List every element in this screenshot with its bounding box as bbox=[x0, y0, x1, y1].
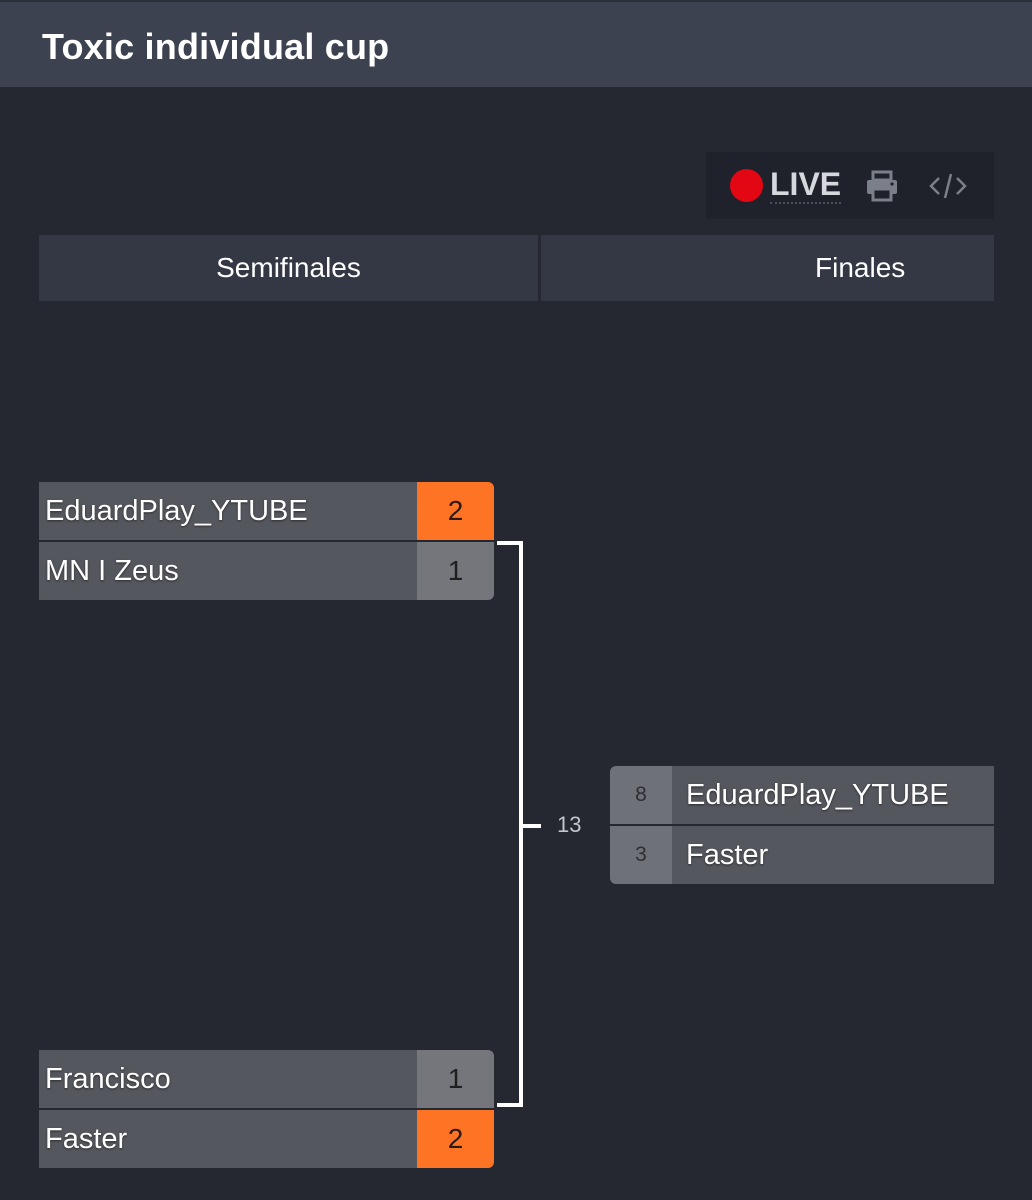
team-score: 8 bbox=[610, 766, 672, 824]
team-score: 1 bbox=[417, 542, 494, 600]
team-name: EduardPlay_YTUBE bbox=[39, 482, 417, 540]
live-label[interactable]: LIVE bbox=[770, 166, 842, 204]
final-match[interactable]: 8 EduardPlay_YTUBE 3 Faster bbox=[610, 766, 994, 884]
team-name: Francisco bbox=[39, 1050, 417, 1108]
embed-code-icon[interactable] bbox=[928, 168, 968, 204]
bracket-connector bbox=[497, 541, 523, 1107]
page-title: Toxic individual cup bbox=[42, 26, 390, 67]
bracket-connector-stub bbox=[521, 824, 541, 828]
team-score: 2 bbox=[417, 1110, 494, 1168]
print-icon[interactable] bbox=[864, 168, 900, 204]
round-header-semifinals: Semifinales bbox=[39, 235, 538, 301]
match-number: 13 bbox=[557, 812, 582, 837]
team-name: Faster bbox=[672, 826, 994, 884]
live-indicator-icon bbox=[730, 169, 763, 202]
team-name: MN I Zeus bbox=[39, 542, 417, 600]
round-header-finals: Finales bbox=[541, 235, 994, 301]
team-name: Faster bbox=[39, 1110, 417, 1168]
title-bar: Toxic individual cup bbox=[0, 0, 1032, 87]
semifinal-match-1[interactable]: EduardPlay_YTUBE 2 MN I Zeus 1 bbox=[39, 482, 494, 600]
bracket-toolbar: LIVE bbox=[706, 152, 994, 219]
semifinal-match-2[interactable]: Francisco 1 Faster 2 bbox=[39, 1050, 494, 1168]
team-name: EduardPlay_YTUBE bbox=[672, 766, 994, 824]
team-score: 2 bbox=[417, 482, 494, 540]
team-score: 1 bbox=[417, 1050, 494, 1108]
team-score: 3 bbox=[610, 826, 672, 884]
